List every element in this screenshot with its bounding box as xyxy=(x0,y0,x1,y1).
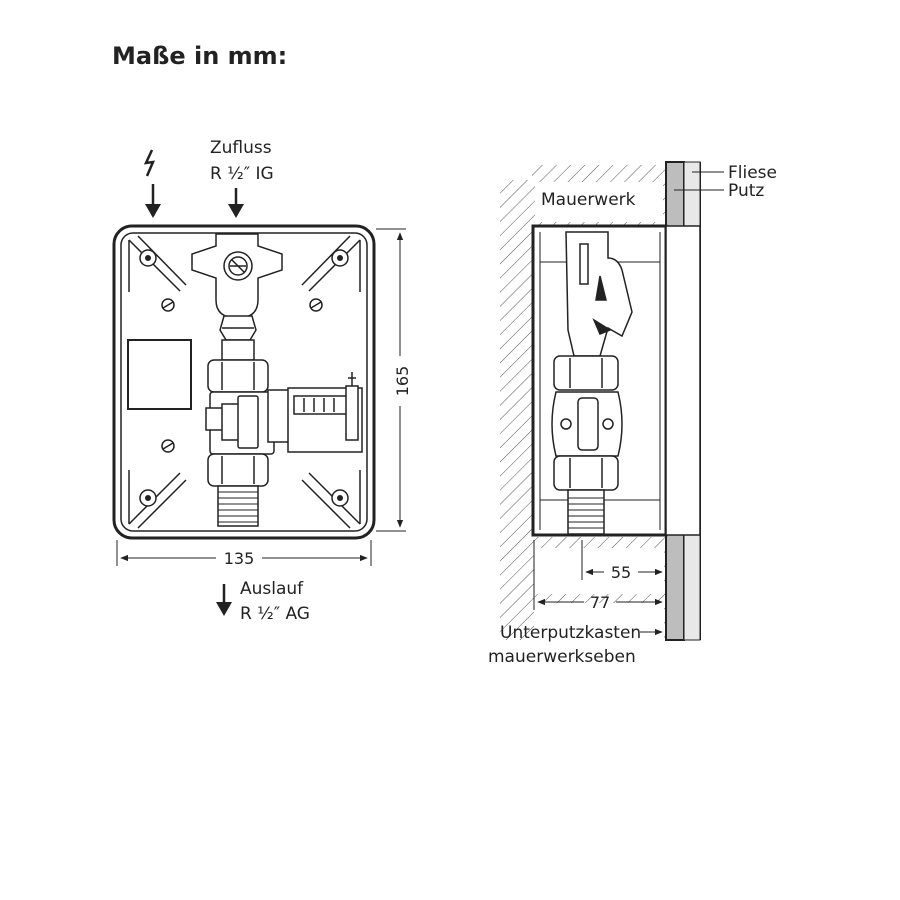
box-label-line1: Unterputzkasten xyxy=(500,623,641,643)
side-valve-body xyxy=(551,231,633,535)
side-view: Mauerwerk Fliese Putz 55 77 Unterputzkas… xyxy=(488,161,777,667)
valve-assembly xyxy=(205,339,275,527)
inlet-arrow xyxy=(228,188,244,218)
plaster-label: Putz xyxy=(728,181,764,201)
depth-dimension-inner-label: 55 xyxy=(611,563,631,582)
outlet-label-line2: R ½″ AG xyxy=(240,604,310,624)
inlet-label-line2: R ½″ IG xyxy=(210,164,274,184)
depth-dimension-outer: 77 xyxy=(533,540,663,612)
outlet-arrow xyxy=(216,584,232,616)
solenoid-connector xyxy=(267,372,363,453)
outlet-thread xyxy=(218,491,258,523)
lightning-bolt-icon xyxy=(143,149,161,218)
width-dimension-label: 135 xyxy=(224,549,255,568)
masonry-label: Mauerwerk xyxy=(541,190,636,210)
tile-label: Fliese xyxy=(728,163,777,183)
front-view: Zufluss R ½″ IG xyxy=(112,138,412,624)
outlet-label-line1: Auslauf xyxy=(240,579,304,599)
depth-dimension-inner: 55 xyxy=(581,540,663,582)
side-outlet-thread xyxy=(568,497,604,529)
depth-dimension-outer-label: 77 xyxy=(590,593,610,612)
height-dimension-label: 165 xyxy=(393,366,412,397)
height-dimension: 165 xyxy=(376,228,412,532)
box-label-line2: mauerwerkseben xyxy=(488,647,636,667)
inlet-fitting xyxy=(191,233,283,341)
corner-screws xyxy=(139,249,349,507)
inlet-label-line1: Zufluss xyxy=(210,138,272,158)
page-title: Maße in mm: xyxy=(112,42,287,70)
width-dimension: 135 xyxy=(116,540,372,568)
sensor-window xyxy=(127,339,192,410)
